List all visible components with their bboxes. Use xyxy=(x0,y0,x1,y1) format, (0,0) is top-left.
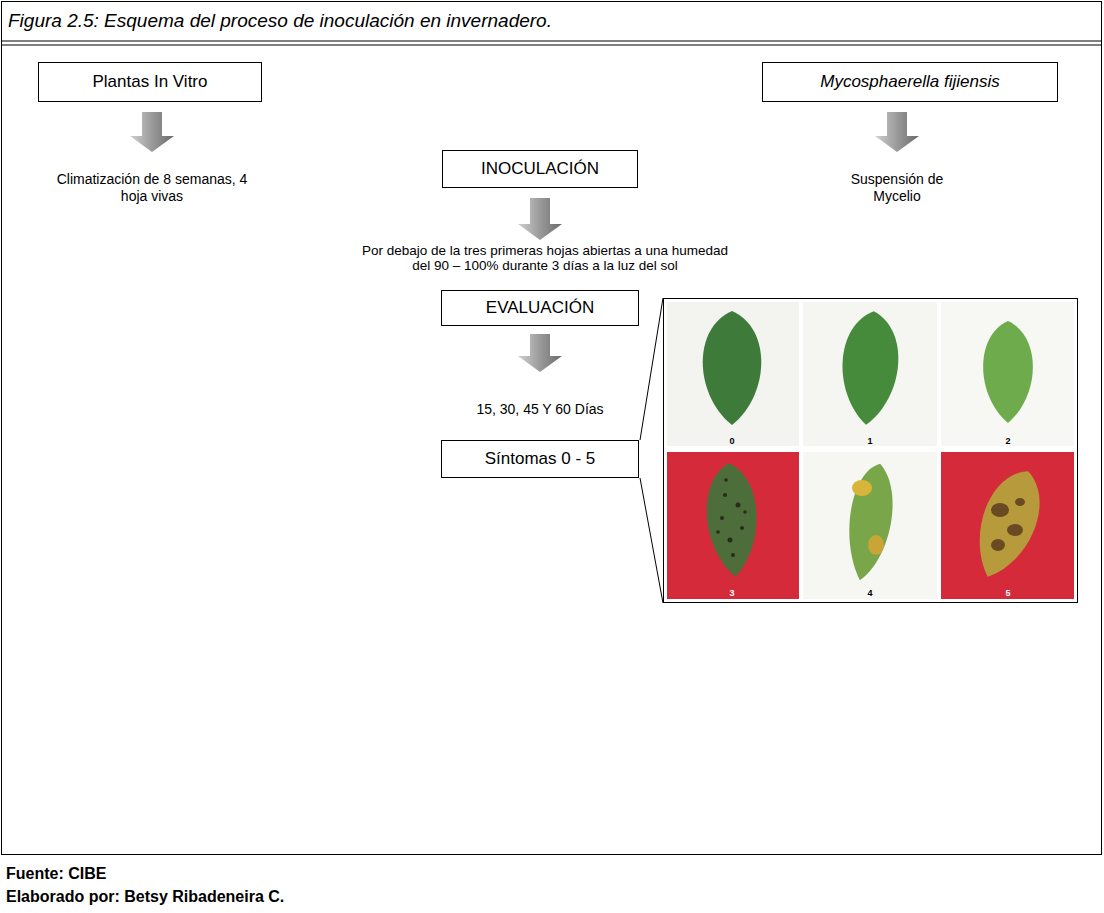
step-note: Climatización de 8 semanas, 4 hoja vivas xyxy=(52,171,252,205)
step-note: 15, 30, 45 Y 60 Días xyxy=(430,401,650,418)
scale-number: 0 xyxy=(722,436,742,446)
source-note: Fuente: CIBE xyxy=(6,864,606,883)
header-rule xyxy=(2,45,1103,46)
author-note: Elaborado por: Betsy Ribadeneira C. xyxy=(6,887,606,906)
process-box: Mycosphaerella fijiensis xyxy=(762,62,1058,102)
leaf-necrosis xyxy=(991,498,1025,551)
process-box: INOCULACIÓN xyxy=(442,150,638,188)
box-text-group: Síntomas 0 - 5 xyxy=(485,449,596,469)
leaf-2 xyxy=(983,321,1033,423)
leaf-photo-bg xyxy=(803,302,937,446)
box-text-group: Mycosphaerella fijiensis xyxy=(820,72,1000,92)
scale-number: 3 xyxy=(722,588,742,598)
flow-arrow xyxy=(518,198,562,240)
box-text-group: EVALUACIÓN xyxy=(486,298,594,318)
box-label: Síntomas 0 - 5 xyxy=(485,449,596,469)
symptom-panel xyxy=(663,298,1078,603)
scale-number: 2 xyxy=(998,436,1018,446)
leaf-0 xyxy=(703,311,762,425)
box-label: INOCULACIÓN xyxy=(481,159,599,179)
box-label: Mycosphaerella fijiensis xyxy=(820,72,1000,92)
symptom-panel-border xyxy=(664,299,1078,603)
box-label: EVALUACIÓN xyxy=(486,298,594,318)
flow-arrow xyxy=(518,334,562,372)
flow-arrow xyxy=(130,112,174,152)
step-note: Por debajo de la tres primeras hojas abi… xyxy=(355,243,735,273)
box-text-group: INOCULACIÓN xyxy=(481,159,599,179)
leaf-photo-bg xyxy=(667,302,799,446)
leaf-5 xyxy=(963,461,1052,588)
process-box: EVALUACIÓN xyxy=(441,290,639,326)
leaf-4 xyxy=(840,457,900,588)
leaf-1 xyxy=(838,309,901,427)
header-rule xyxy=(2,41,1103,42)
leaf-photo-bg xyxy=(667,452,799,599)
flow-arrow xyxy=(875,112,919,152)
process-box: Síntomas 0 - 5 xyxy=(441,440,639,478)
leaf-spots xyxy=(716,478,747,557)
leaf-photo-bg xyxy=(941,452,1074,599)
box-label: Plantas In Vitro xyxy=(93,72,208,92)
scale-number: 4 xyxy=(860,588,880,598)
process-box: Plantas In Vitro xyxy=(38,62,262,102)
zoom-line xyxy=(640,298,663,440)
figure-title: Figura 2.5: Esquema del proceso de inocu… xyxy=(8,10,552,32)
step-note: Suspensión de Mycelio xyxy=(832,171,962,205)
leaf-yellowing xyxy=(852,480,872,496)
leaf-yellowing xyxy=(868,535,884,555)
leaf-3 xyxy=(704,461,761,579)
figure-frame xyxy=(2,2,1102,855)
scale-number: 1 xyxy=(860,436,880,446)
zoom-line xyxy=(640,478,663,603)
leaf-photo-bg xyxy=(941,302,1074,446)
box-text-group: Plantas In Vitro xyxy=(93,72,208,92)
scale-number: 5 xyxy=(998,588,1018,598)
leaf-photo-bg xyxy=(803,452,937,599)
